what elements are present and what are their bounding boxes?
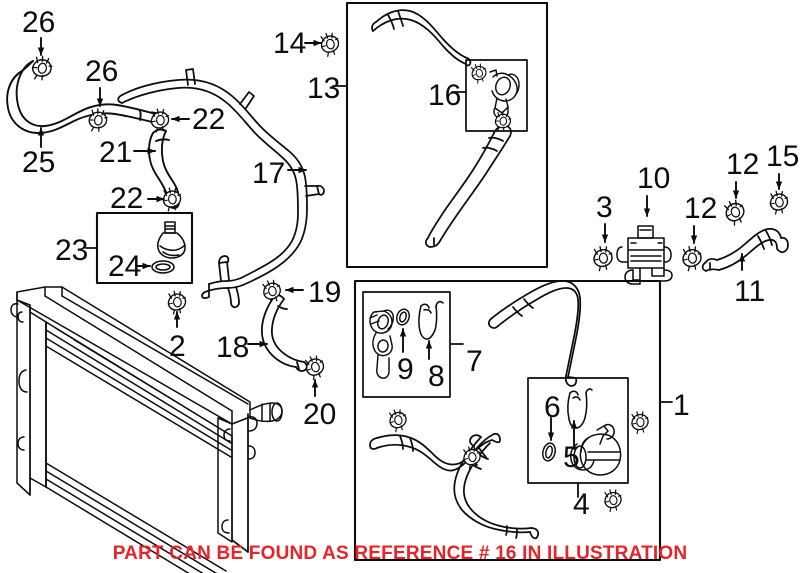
- callout-10: 10: [637, 162, 671, 195]
- connector-assembly-7: [369, 309, 394, 379]
- clamp-box1-d: [602, 487, 624, 513]
- callout-26-upper: 26: [22, 6, 56, 39]
- callout-6: 6: [544, 391, 561, 424]
- water-pump-10: [616, 225, 673, 285]
- callout-11: 11: [734, 275, 766, 308]
- callout-24: 24: [108, 250, 142, 283]
- box-leader-lines: [85, 85, 673, 498]
- callout-4: 4: [573, 488, 590, 521]
- retainer-clip-5: [567, 388, 593, 429]
- clamp-16-upper: [469, 61, 490, 85]
- radiator-assembly: [10, 286, 283, 573]
- hose-13-lower: [424, 124, 512, 248]
- clamp-box1-c: [629, 409, 651, 435]
- clamp-2: [166, 289, 188, 316]
- hose-18: [260, 294, 308, 372]
- coolant-pipe-11: [701, 227, 789, 272]
- clamp-box1-a: [387, 407, 410, 434]
- callout-25: 25: [22, 146, 56, 179]
- retainer-clip-8: [418, 300, 444, 340]
- callout-12-lower: 12: [684, 192, 718, 225]
- group-box-16: [465, 59, 528, 132]
- callout-14: 14: [273, 27, 307, 60]
- callout-2: 2: [169, 330, 186, 363]
- callout-21: 21: [99, 136, 133, 169]
- connector-16: [489, 69, 520, 119]
- clamp-3: [591, 244, 615, 272]
- callout-7: 7: [466, 345, 483, 378]
- callout-17: 17: [252, 157, 286, 190]
- seal-6: [542, 442, 556, 462]
- clamp-12-lower: [680, 244, 704, 272]
- callout-15: 15: [766, 140, 800, 173]
- callout-3: 3: [596, 191, 613, 224]
- callout-9: 9: [397, 353, 414, 386]
- seal-24: [151, 260, 175, 274]
- callout-1: 1: [673, 389, 690, 422]
- clamp-26-lower: [87, 107, 109, 134]
- callout-22-upper: 22: [192, 103, 226, 136]
- callout-26-lower: 26: [85, 55, 119, 88]
- callout-23: 23: [55, 234, 89, 267]
- hose-13-upper: [371, 9, 472, 67]
- callout-12-upper: 12: [726, 148, 760, 181]
- callout-18: 18: [216, 331, 250, 364]
- clamp-12-upper: [721, 197, 749, 228]
- clamp-15: [768, 189, 790, 216]
- callout-8: 8: [428, 360, 445, 393]
- callout-22-lower: 22: [110, 182, 144, 215]
- group-box-1: [353, 279, 662, 562]
- reference-notice: PART CAN BE FOUND AS REFERENCE # 16 IN I…: [112, 543, 688, 564]
- thermostat-housing-4: [570, 423, 622, 476]
- callout-16: 16: [428, 79, 462, 112]
- callout-20: 20: [303, 398, 337, 431]
- hose-1-bottom: [453, 434, 540, 540]
- hose-1-upper: [488, 279, 582, 387]
- clamp-14: [318, 30, 342, 58]
- group-box-13: [345, 1, 549, 269]
- callout-19: 19: [308, 276, 342, 309]
- temp-sensor-24: [156, 221, 186, 259]
- seal-9: [396, 308, 410, 326]
- clamp-20: [302, 353, 328, 382]
- callout-5: 5: [563, 441, 580, 474]
- callout-13: 13: [307, 72, 341, 105]
- coolant-pipe-17: [117, 68, 325, 309]
- clamp-26-upper: [29, 54, 55, 83]
